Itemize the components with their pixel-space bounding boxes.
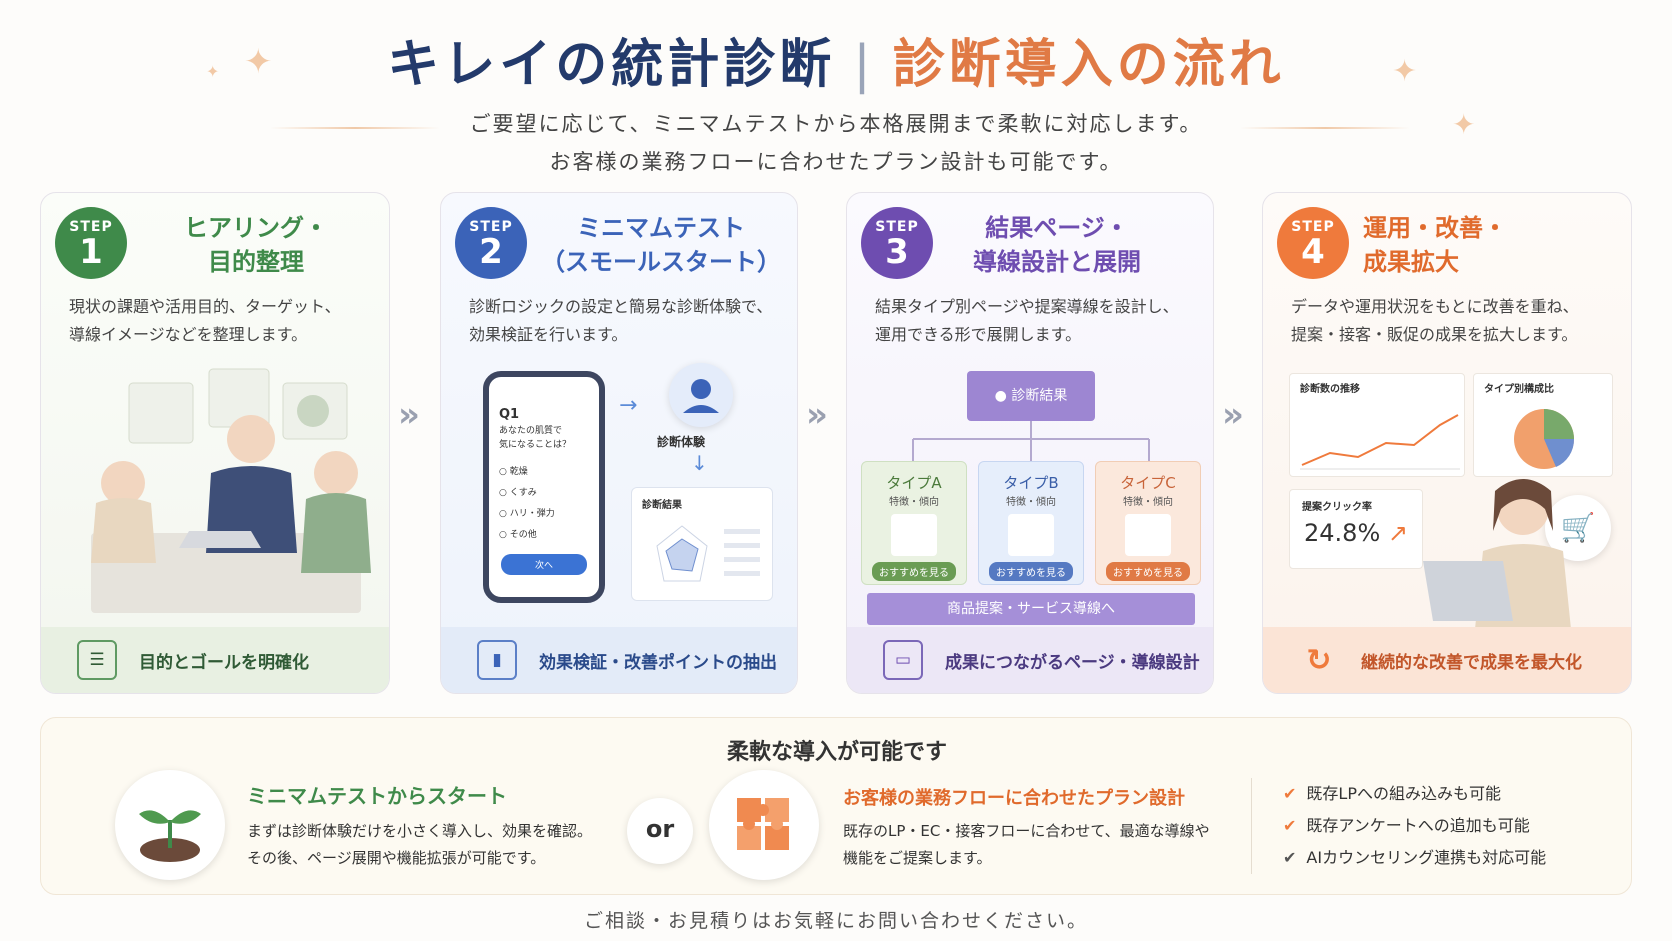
line-chart-icon [1300, 414, 1460, 470]
sparkle-icon: ✦ [1392, 54, 1418, 89]
sprout-icon [115, 770, 225, 880]
check-item-2: ✔既存アンケートへの追加も可能 [1283, 816, 1530, 835]
recommend-button[interactable]: おすすめを見る [872, 562, 956, 581]
sparkle-icon: ✦ [1452, 108, 1476, 141]
pie-chart-card: タイプ別構成比 [1473, 373, 1613, 477]
puzzle-icon [709, 770, 819, 880]
radio-option[interactable]: ○ くすみ [499, 488, 537, 498]
monitor-icon: ▭ [883, 640, 923, 680]
result-node: ● 診断結果 [967, 371, 1095, 421]
minimum-test-desc: まずは診断体験だけを小さく導入し、効果を確認。その後、ページ展開や機能拡張が可能… [247, 822, 593, 867]
step-title-3: 結果ページ・導線設計と展開 [973, 214, 1141, 276]
kpi-card: 提案クリック率 24.8% ↗ [1289, 489, 1423, 569]
radio-option[interactable]: ○ 乾燥 [499, 467, 528, 477]
bar-chart-icon: ▮ [477, 640, 517, 680]
plan-design-title: お客様の業務フローに合わせたプラン設計 [843, 788, 1185, 809]
subtitle-line-1: ご要望に応じて、ミニマムテストから本格展開まで柔軟に対応します。 [469, 112, 1203, 136]
arrow-right-icon: → [619, 393, 638, 418]
chevron-right-icon: » [1222, 395, 1244, 435]
step-desc-3: 結果タイプ別ページや提案導線を設計し、運用できる形で展開します。 [875, 297, 1179, 344]
step-footer-4: ↻ 継続的な改善で成果を最大化 [1263, 627, 1631, 693]
step-desc-1: 現状の課題や活用目的、ターゲット、導線イメージなどを整理します。 [69, 297, 341, 344]
check-item-3: ✔AIカウンセリング連携も対応可能 [1283, 848, 1547, 867]
decor-line-right [1240, 127, 1410, 129]
step-title-1: ヒアリング・目的整理 [184, 214, 328, 276]
recommend-button[interactable]: おすすめを見る [1106, 562, 1190, 581]
minimum-test-title: ミニマムテストからスタート [247, 784, 507, 808]
proposal-bar: 商品提案・サービス導線へ [867, 593, 1195, 625]
kpi-value: 24.8% ↗ [1304, 519, 1408, 547]
phone-mockup: Q1 あなたの肌質で気になることは？ ○ 乾燥 ○ くすみ ○ ハリ・弾力 ○ … [483, 371, 605, 603]
result-card: 診断結果 [631, 487, 773, 601]
sparkle-icon: ✦ [244, 42, 273, 82]
check-icon: ✔ [1283, 848, 1297, 867]
step-footer-2: ▮ 効果検証・改善ポイントの抽出 [441, 627, 797, 693]
next-button[interactable]: 次へ [501, 554, 587, 575]
trend-up-icon: ↗ [1387, 519, 1408, 547]
recommend-button[interactable]: おすすめを見る [989, 562, 1073, 581]
product-jar-icon [1008, 514, 1054, 556]
step-title-4: 運用・改善・成果拡大 [1363, 214, 1507, 276]
step-desc-2: 診断ロジックの設定と簡易な診断体験で、効果検証を行います。 [469, 297, 773, 344]
or-badge: or [627, 798, 693, 864]
flexible-intro-panel: 柔軟な導入が可能です ミニマムテストからスタート まずは診断体験だけを小さく導入… [40, 717, 1632, 895]
page-title: キレイの統計診断 | 診断導入の流れ [0, 22, 1672, 97]
option-list: ○ 乾燥 ○ くすみ ○ ハリ・弾力 ○ その他 [499, 462, 599, 546]
check-icon: ✔ [1283, 784, 1297, 803]
radio-option[interactable]: ○ その他 [499, 530, 537, 540]
radar-chart-icon [656, 525, 760, 582]
check-icon: ✔ [1283, 816, 1297, 835]
title-separator: | [853, 35, 875, 95]
check-item-1: ✔既存LPへの組み込みも可能 [1283, 784, 1501, 803]
divider [1251, 778, 1252, 874]
tree-connector [912, 421, 1150, 461]
experience-label: 診断体験 [657, 435, 706, 449]
cart-icon: 🛒 [1545, 495, 1611, 561]
user-icon [669, 363, 733, 427]
operator-illustration [1423, 479, 1571, 629]
chevron-right-icon: » [806, 395, 828, 435]
clipboard-icon: ☰ [77, 640, 117, 680]
pie-chart-icon [1514, 409, 1575, 469]
step-footer-3: ▭ 成果につながるページ・導線設計 [847, 627, 1213, 693]
plan-design-desc: 既存のLP・EC・接客フローに合わせて、最適な導線や機能をご提案します。 [843, 822, 1210, 867]
sparkle-icon: ✦ [206, 62, 220, 81]
arrow-down-icon: ↓ [691, 451, 708, 475]
subtitle-line-2: お客様の業務フローに合わせたプラン設計も可能です。 [549, 150, 1123, 174]
radio-option[interactable]: ○ ハリ・弾力 [499, 509, 555, 519]
product-tube-icon [1125, 514, 1171, 556]
decor-line-left [270, 127, 440, 129]
meeting-illustration [91, 368, 371, 613]
refresh-icon: ↻ [1306, 642, 1332, 678]
step-footer-1: ☰ 目的とゴールを明確化 [41, 627, 389, 693]
panel-title: 柔軟な導入が可能です [726, 740, 947, 765]
line-chart-card: 診断数の推移 [1289, 373, 1465, 477]
chevron-right-icon: » [398, 395, 420, 435]
step-desc-4: データや運用状況をもとに改善を重ね、提案・接客・販促の成果を拡大します。 [1291, 297, 1579, 344]
contact-footer: ご相談・お見積りはお気軽にお問い合わせください。 [583, 910, 1088, 932]
step-title-2: ミニマムテスト（スモールスタート） [541, 214, 781, 276]
product-bottle-icon [891, 514, 937, 556]
title-left: キレイの統計診断 [387, 35, 836, 95]
title-right: 診断導入の流れ [892, 35, 1285, 95]
